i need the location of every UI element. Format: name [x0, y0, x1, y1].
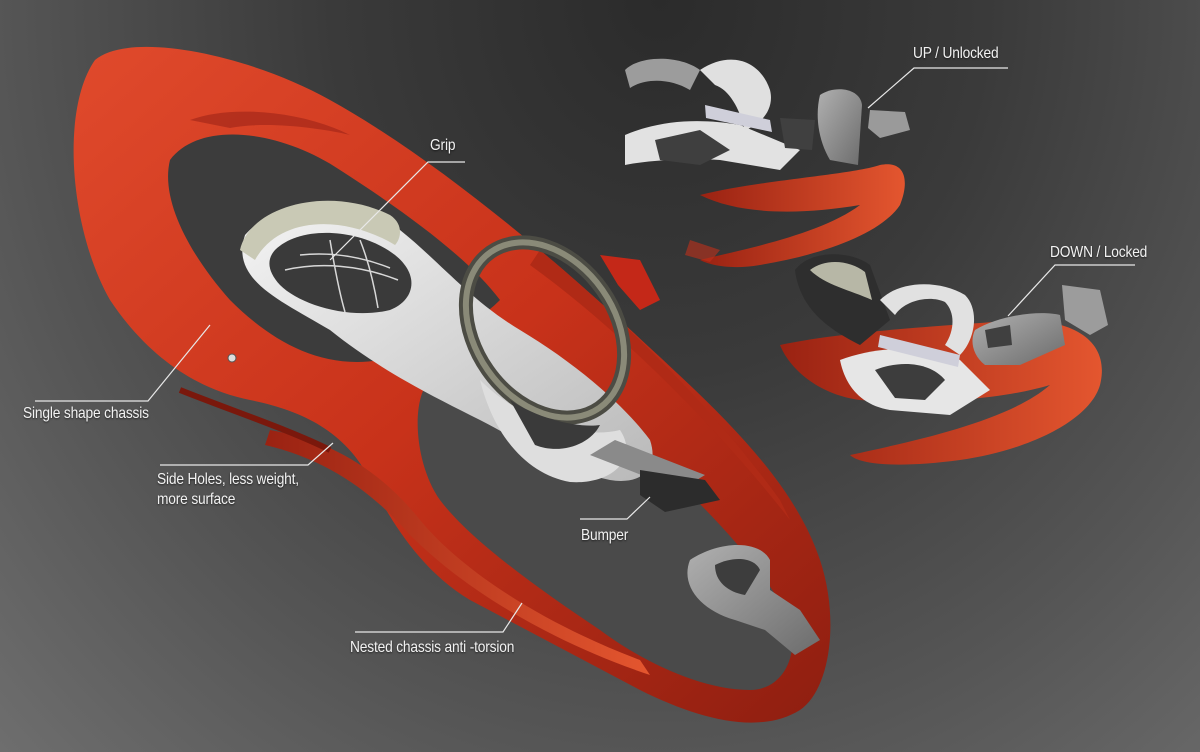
callout-single-shape-chassis: Single shape chassis [23, 405, 149, 422]
detail-up-chassis [700, 164, 905, 268]
leader-down-locked [1007, 264, 1135, 317]
callout-side-holes: Side Holes, less weight, more surface [157, 470, 329, 510]
callout-grip: Grip [430, 137, 456, 154]
callout-side-holes-line2: more surface [157, 491, 236, 508]
chassis-rear-hole [417, 372, 793, 690]
leader-grip [329, 161, 465, 261]
detail-down-locked [780, 254, 1108, 465]
nested-rail [265, 430, 650, 675]
leader-bumper [580, 496, 651, 520]
callout-up-unlocked: UP / Unlocked [913, 45, 999, 62]
leader-side-holes [160, 442, 334, 466]
leader-lines [35, 67, 1135, 633]
callout-bumper: Bumper [581, 527, 629, 544]
callout-nested-chassis: Nested chassis anti -torsion [350, 639, 515, 656]
bumper-block [640, 470, 720, 512]
main-snowshoe [73, 46, 831, 723]
leader-single-shape-chassis [35, 324, 211, 402]
leader-nested-chassis [355, 602, 523, 633]
detail-up-unlocked [625, 58, 910, 268]
callout-down-locked: DOWN / Locked [1050, 244, 1148, 261]
leader-up-unlocked [867, 67, 1008, 109]
toe-strap [240, 200, 400, 260]
callout-side-holes-line1: Side Holes, less weight, [157, 471, 299, 488]
